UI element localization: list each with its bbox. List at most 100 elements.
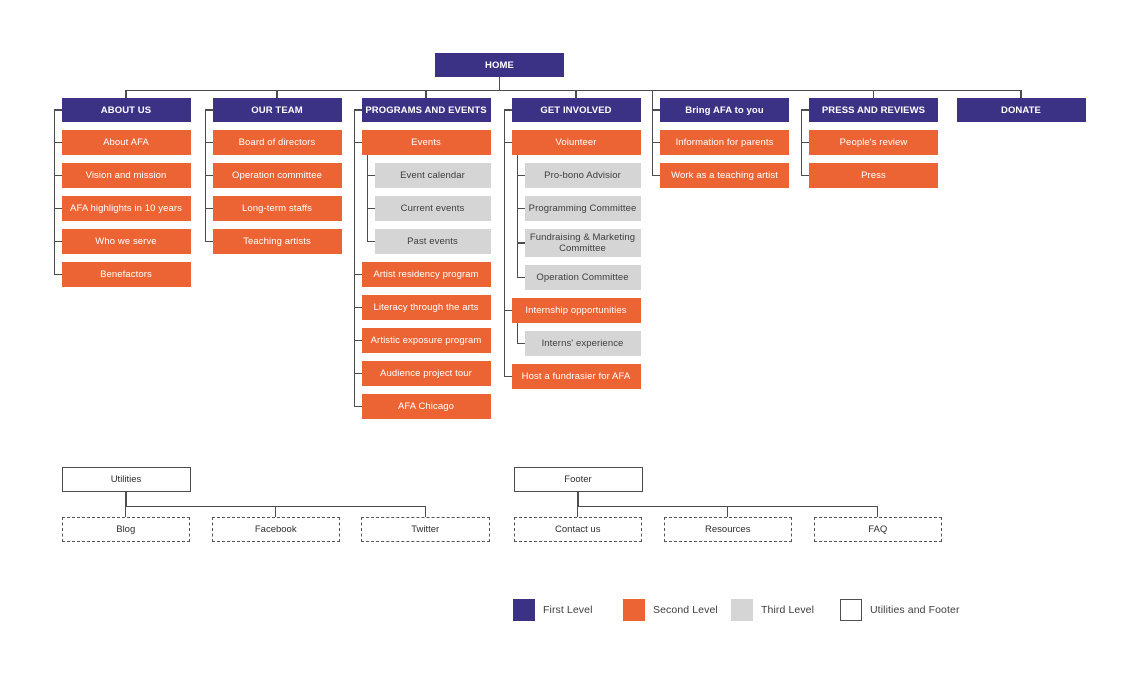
column-donate: DONATE: [956, 98, 1086, 122]
node-internship-opportunities: Internship opportunities: [511, 298, 641, 323]
node-audience-project-tour: Audience project tour: [361, 361, 491, 386]
item-stub: [353, 405, 362, 408]
node-host-a-fundrasier-for-afa: Host a fundrasier for AFA: [511, 364, 641, 389]
node-donate: DONATE: [956, 98, 1086, 122]
item-stub: [503, 141, 512, 144]
node-get-involved: GET INVOLVED: [511, 98, 641, 122]
node-literacy-through-the-arts: Literacy through the arts: [361, 295, 491, 320]
footer-connector: [577, 505, 579, 517]
node-past-events: Past events: [374, 229, 491, 254]
node-events: Events: [361, 130, 491, 155]
item-stub: [503, 375, 512, 378]
nested-stub: [516, 242, 525, 244]
legend-swatch-first-level: [513, 599, 535, 621]
legend-swatch-utilities-footer: [840, 599, 862, 621]
parent-stub: [801, 109, 809, 111]
footer-connector: [577, 492, 579, 506]
nested-line: [516, 155, 518, 278]
top-rail: [126, 90, 1021, 92]
legend-label: First Level: [543, 604, 593, 616]
utilities-connector: [125, 492, 127, 506]
column-line: [652, 90, 654, 176]
node-volunteer: Volunteer: [511, 130, 641, 155]
utilities-connector: [424, 505, 426, 517]
node-operation-committee: Operation Committee: [524, 265, 641, 290]
rail-drop: [872, 90, 875, 98]
node-who-we-serve: Who we serve: [61, 229, 191, 254]
rail-drop: [1020, 90, 1022, 98]
node-work-as-a-teaching-artist: Work as a teaching artist: [660, 163, 789, 188]
home-drop: [498, 77, 501, 91]
legend-swatch-second-level: [623, 599, 645, 621]
nested-stub: [366, 174, 375, 177]
item-stub: [503, 309, 512, 312]
parent-stub: [204, 109, 213, 111]
node-twitter: Twitter: [361, 516, 490, 542]
footer-connector: [877, 505, 879, 517]
rail-drop: [425, 90, 427, 98]
nested-line: [366, 155, 368, 242]
legend-label: Second Level: [653, 604, 718, 616]
node-afa-highlights-in-10-years: AFA highlights in 10 years: [61, 196, 191, 221]
item-stub: [53, 174, 62, 177]
node-about-us: ABOUT US: [61, 98, 191, 122]
node-artistic-exposure-program: Artistic exposure program: [361, 328, 491, 353]
item-stub: [801, 174, 809, 177]
node-resources: Resources: [663, 516, 792, 542]
node-current-events: Current events: [374, 196, 491, 221]
legend-label: Third Level: [761, 604, 815, 616]
node-facebook: Facebook: [211, 516, 340, 542]
legend-item-third-level: Third Level: [731, 599, 814, 621]
item-stub: [53, 207, 62, 210]
node-bring-afa-to-you: Bring AFA to you: [660, 98, 789, 122]
item-stub: [204, 141, 213, 144]
node-benefactors: Benefactors: [61, 262, 191, 287]
item-stub: [353, 372, 362, 375]
parent-stub: [652, 109, 660, 111]
node-vision-and-mission: Vision and mission: [61, 163, 191, 188]
nested-stub: [366, 207, 375, 210]
item-stub: [204, 240, 213, 243]
nested-stub: [516, 207, 525, 210]
footer-connector: [727, 505, 729, 517]
parent-stub: [503, 109, 512, 111]
node-board-of-directors: Board of directors: [212, 130, 342, 155]
node-press: Press: [809, 163, 938, 188]
node-pro-bono-advisior: Pro-bono Advisior: [524, 163, 641, 188]
node-programming-committee: Programming Committee: [524, 196, 641, 221]
nested-stub: [516, 276, 525, 279]
item-stub: [204, 174, 213, 177]
column-line: [503, 110, 505, 377]
item-stub: [53, 141, 62, 144]
rail-drop: [575, 90, 577, 98]
rail-drop: [276, 90, 278, 98]
utilities-connector: [275, 505, 277, 517]
node-artist-residency-program: Artist residency program: [361, 262, 491, 287]
utilities-connector: [125, 505, 127, 517]
nested-stub: [516, 342, 525, 345]
node-operation-committee: Operation committee: [212, 163, 342, 188]
legend-swatch-third-level: [731, 599, 753, 621]
node-people-s-review: People's review: [809, 130, 938, 155]
node-faq: FAQ: [813, 516, 942, 542]
parent-stub: [53, 109, 62, 111]
legend-item-first-level: First Level: [513, 599, 593, 621]
node-press-and-reviews: PRESS AND REVIEWS: [809, 98, 938, 122]
item-stub: [353, 273, 362, 276]
node-programs-and-events: PROGRAMS AND EVENTS: [361, 98, 491, 122]
nested-stub: [366, 240, 375, 243]
nested-stub: [516, 174, 525, 177]
node-footer: Footer: [513, 467, 643, 492]
legend-item-utilities-footer: Utilities and Footer: [840, 599, 960, 621]
node-fundraising-marketing-committee: Fundraising & Marketing Committee: [524, 229, 641, 257]
node-home: HOME: [435, 53, 564, 77]
item-stub: [652, 141, 660, 144]
column-line: [353, 110, 355, 407]
item-stub: [353, 306, 362, 309]
